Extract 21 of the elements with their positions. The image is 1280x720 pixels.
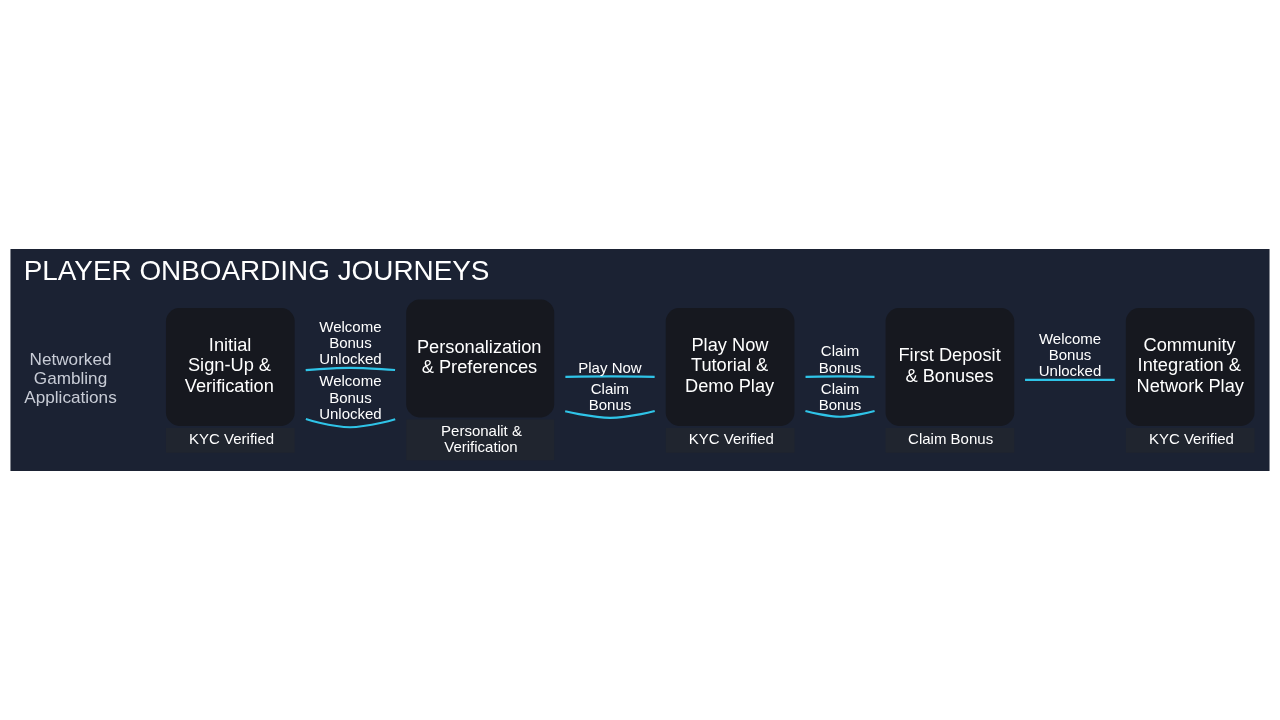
node-label: Personalit & Verification (441, 421, 522, 455)
connector (805, 409, 875, 418)
connector (1025, 378, 1115, 381)
connector (305, 366, 396, 372)
edge-label: Claim Bonus (818, 342, 862, 376)
edge-label: Welcome Bonus Unlocked (319, 317, 382, 367)
edge-label: Welcome Bonus Unlocked (319, 372, 382, 422)
node-label: KYC Verified (189, 430, 275, 448)
node-label: KYC Verified (688, 430, 774, 448)
node-label: Claim Bonus (908, 430, 994, 448)
edge-label: Claim Bonus (818, 380, 862, 414)
connector (305, 417, 396, 429)
connector (564, 409, 655, 419)
label: Networked Gambling Applications (24, 348, 117, 408)
edge-label: Play Now (578, 358, 642, 376)
connector (565, 375, 655, 378)
edge-label: Welcome Bonus Unlocked (1038, 329, 1102, 379)
diagram-title: PLAYER ONBOARDING JOURNEYS (23, 254, 490, 286)
node-label: KYC Verified (1148, 430, 1234, 448)
edge-label: Claim Bonus (588, 380, 632, 414)
connector (805, 375, 875, 378)
